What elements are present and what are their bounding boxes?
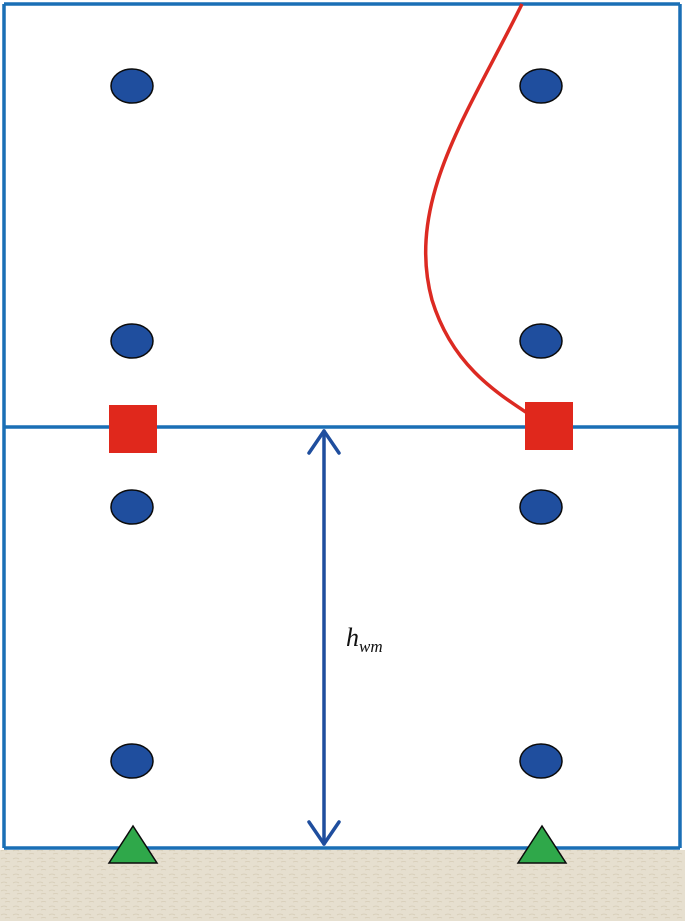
node-left-1 [110,68,154,104]
node-left-4 [110,743,154,779]
node-right-1 [519,68,563,104]
node-left-3 [110,489,154,525]
deformed-shape-curve [423,3,550,429]
height-label-subscript: wm [359,637,383,656]
arrowhead-bottom [307,820,341,846]
arrowhead-top [307,429,341,455]
node-right-3 [519,489,563,525]
node-left-2 [110,323,154,359]
hinge-right-square [525,402,573,450]
height-label: hwm [346,623,383,656]
node-right-2 [519,323,563,359]
hinge-left-square [109,405,157,453]
support-right-triangle [516,824,568,864]
support-left-triangle [107,824,159,864]
ground [0,850,685,921]
nodes [110,68,563,779]
height-label-symbol: h [346,623,359,652]
frame [2,2,682,850]
dimension-arrow [307,429,341,846]
node-right-4 [519,743,563,779]
